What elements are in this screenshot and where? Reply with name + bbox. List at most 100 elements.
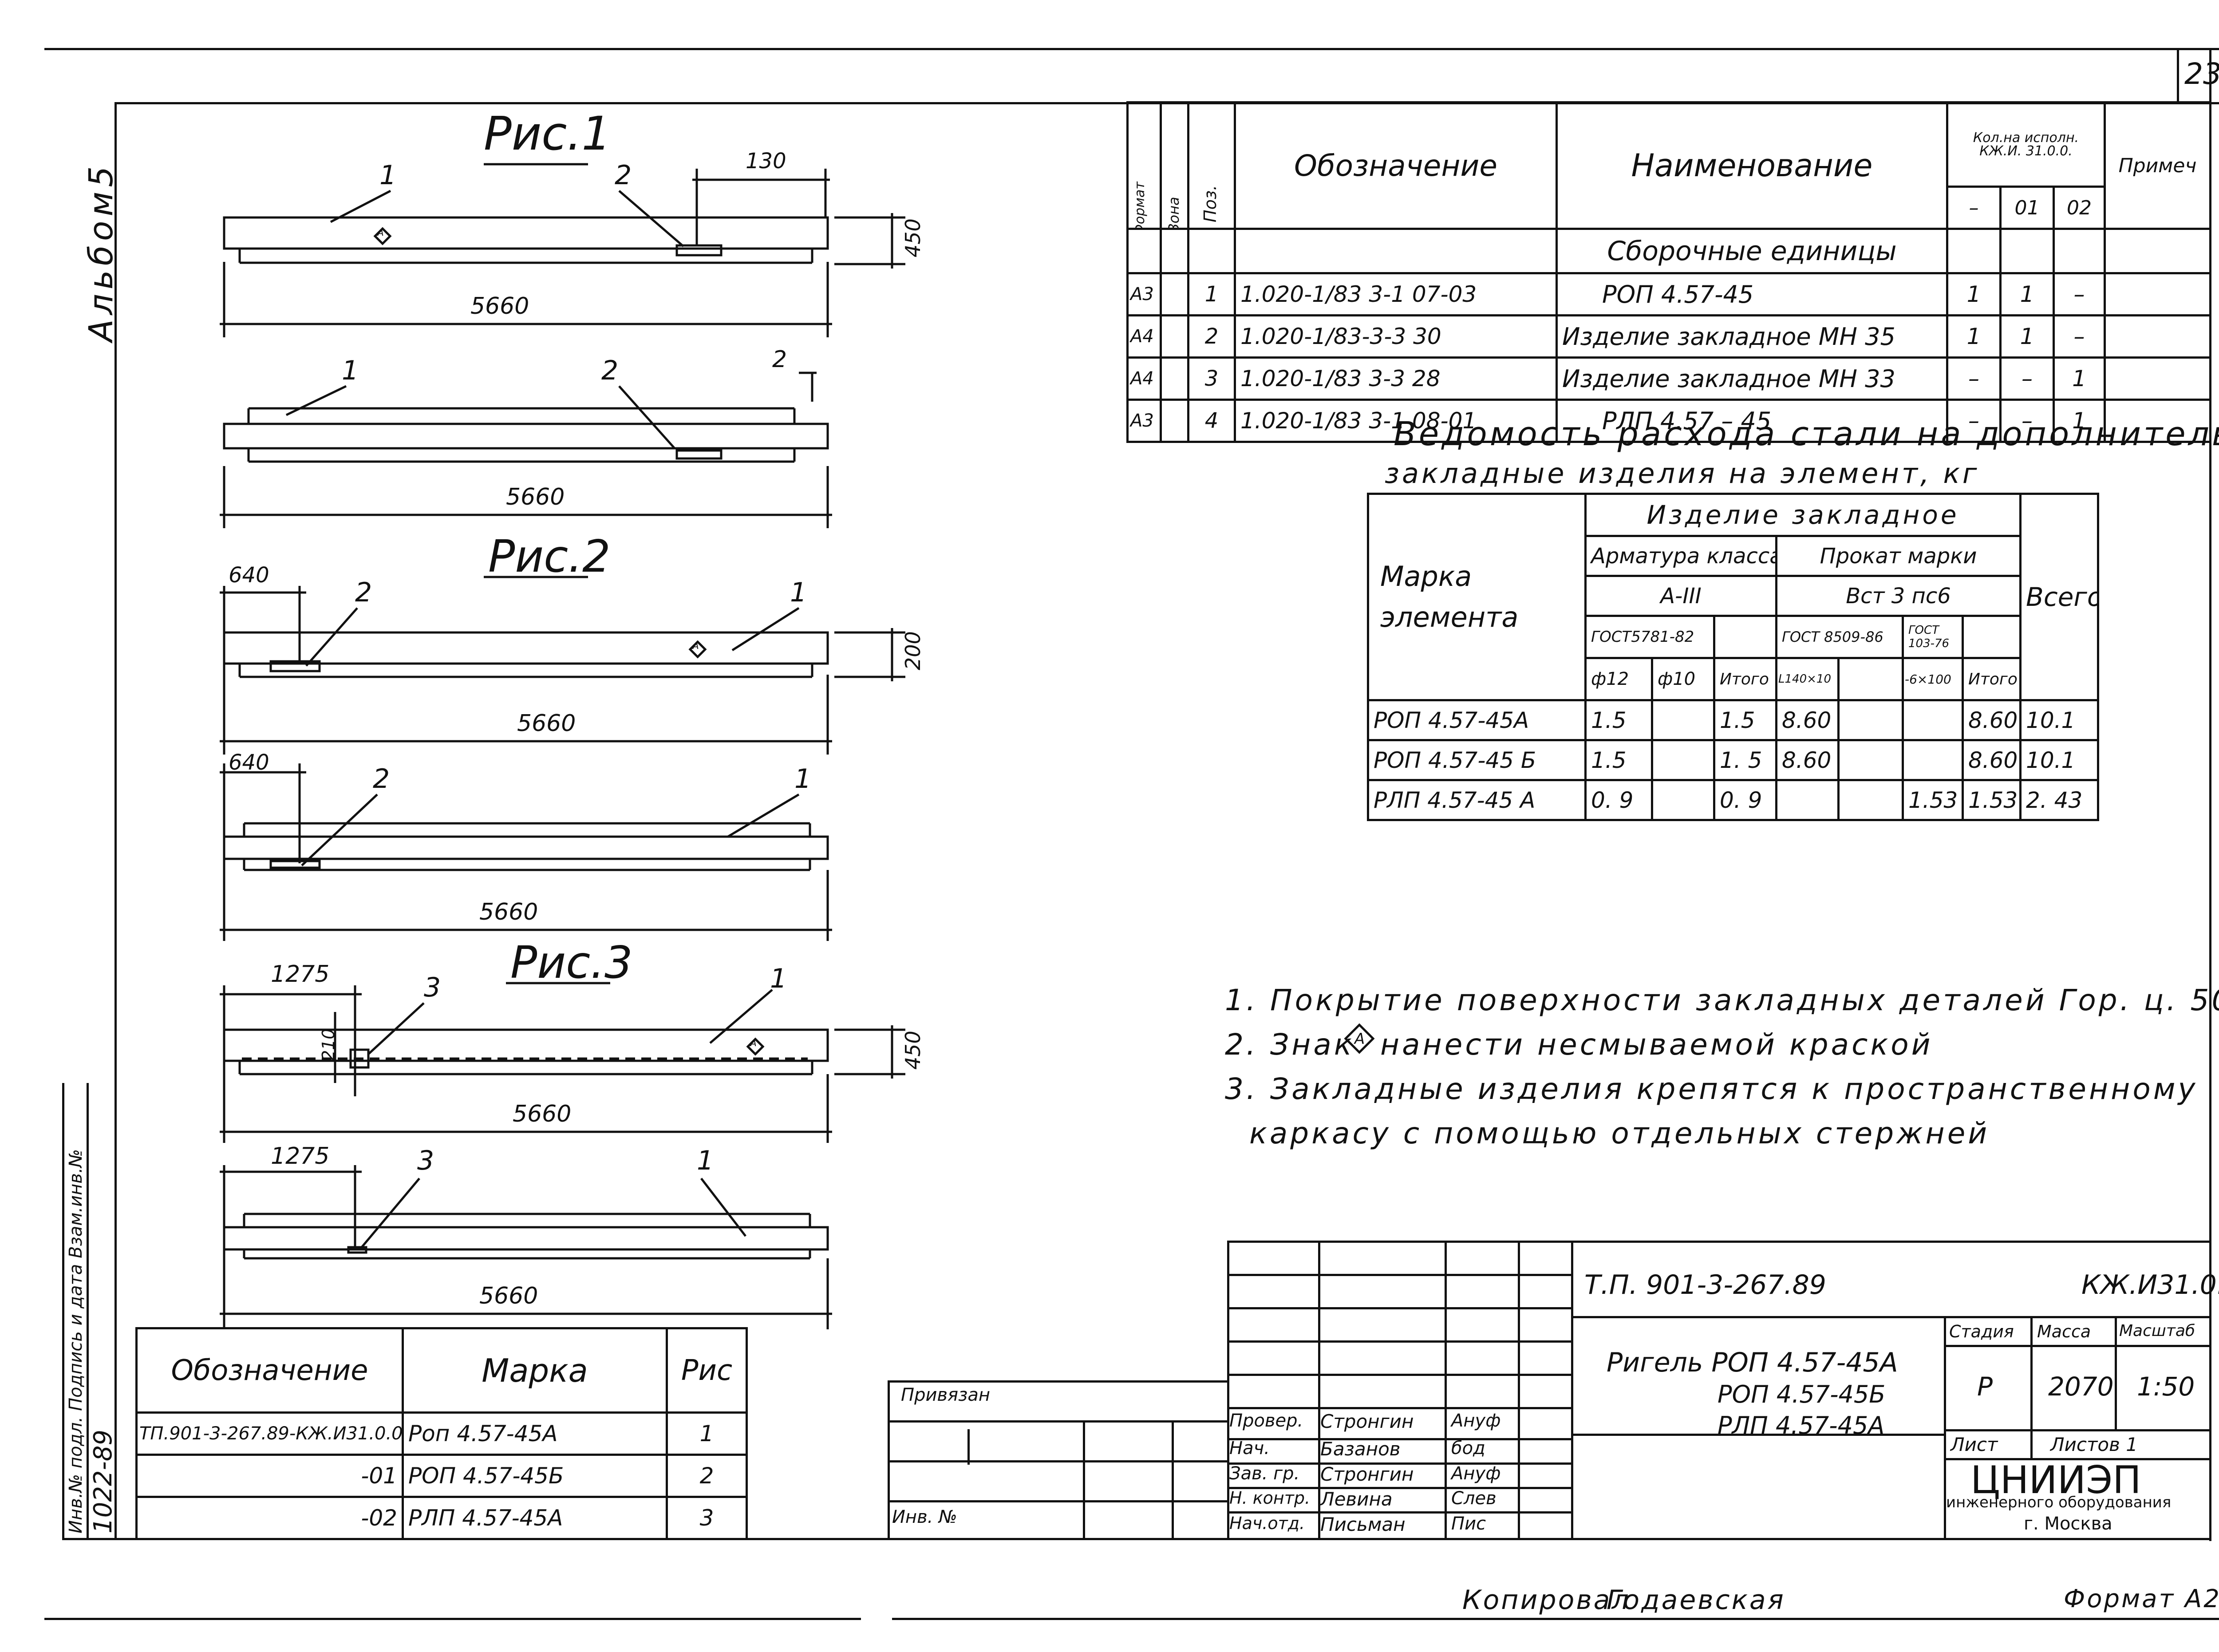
sign-3: Слев [1451, 1488, 1496, 1509]
steel-h-s6x100: -6×100 [1902, 657, 1964, 701]
product-line3: РЛП 4.57-45А [1718, 1411, 1885, 1439]
inv-no-label: Инв. № [892, 1507, 957, 1527]
mark-h-fig: Рис [666, 1327, 748, 1414]
callout-2-fig1b-ext: 2 [772, 346, 787, 373]
name-4: Письман [1320, 1514, 1406, 1535]
scale-label: Масштаб [2119, 1322, 2195, 1340]
product-line2: РОП 4.57-45Б [1718, 1380, 1886, 1408]
sign-0: Ануф [1451, 1411, 1501, 1431]
table-row: РОП 4.57-45 Б 1.5 1. 5 8.60 8.60 10.1 [1367, 739, 2100, 781]
callout-1-fig2b: 1 [794, 763, 812, 794]
title-code: Т.П. 901-3-267.89 [1584, 1269, 1826, 1300]
org-line3: г. Москва [2024, 1514, 2112, 1534]
name-0: Стронгин [1320, 1411, 1414, 1432]
role-3: Н. контр. [1229, 1488, 1311, 1508]
steel-h-total: Всего [2019, 493, 2100, 701]
steel-h-item: Изделие закладное [1584, 493, 2022, 537]
beam-drawings [220, 163, 905, 1329]
spec-h-pos: Поз. [1187, 101, 1236, 230]
dim-length-3a: 5660 [513, 1101, 572, 1127]
steel-h-f12: ф12 [1584, 657, 1653, 701]
callout-1-fig1a: 1 [379, 160, 397, 191]
fig3-title: Рис.3 [510, 937, 633, 988]
steel-h-rebar-class: Арматура класса [1584, 535, 1777, 577]
sign-2: Ануф [1451, 1463, 1501, 1484]
dim-450-3: 450 [901, 1031, 925, 1070]
dim-1275-b: 1275 [271, 1143, 330, 1170]
sheet-number: 23 [2184, 57, 2219, 91]
steel-h-gost103: ГОСТ 103-76 [1902, 615, 1964, 659]
spec-h-qty-01: 01 [1999, 186, 2055, 230]
spec-h-note: Примеч [2104, 101, 2211, 230]
spec-h-designation: Обозначение [1234, 101, 1558, 230]
name-3: Левина [1320, 1488, 1393, 1510]
spec-h-name: Наименование [1556, 101, 1948, 230]
table-row: РЛП 4.57-45 А 0. 9 0. 9 1.53 1.53 2. 43 [1367, 779, 2100, 821]
dim-1275-a: 1275 [271, 961, 330, 988]
mass-value: 2070 [2048, 1371, 2114, 1402]
scale-value: 1:50 [2137, 1371, 2195, 1402]
spec-h-zone: Зона [1160, 101, 1189, 230]
dim-length-1a: 5660 [470, 293, 529, 320]
role-4: Нач.отд. [1229, 1514, 1305, 1533]
table-row: -01 РОП 4.57-45Б 2 [135, 1454, 748, 1498]
steel-h-rolled: Прокат марки [1775, 535, 2022, 577]
role-2: Зав. гр. [1229, 1463, 1300, 1484]
spec-h-qty-dash: – [1946, 186, 2002, 230]
mark-h-designation: Обозначение [135, 1327, 404, 1414]
table-row: А4 2 1.020-1/83-3-3 30 Изделие закладное… [1126, 314, 2211, 359]
callout-1-fig3b: 1 [697, 1145, 714, 1176]
callout-2-fig1b: 2 [601, 355, 619, 386]
steel-h-l140: L140×10 [1775, 657, 1840, 701]
steel-h-mark: Марка элемента [1367, 493, 1587, 701]
mark-table: Обозначение Марка Рис ТП.901-3-267.89-КЖ… [135, 1327, 748, 1540]
stage-label: Стадия [1949, 1322, 2014, 1341]
note-2: 2. Знак [1225, 1028, 1354, 1062]
callout-3-fig3a: 3 [424, 972, 441, 1003]
steel-table: Марка элемента Изделие закладное Всего А… [1367, 493, 2100, 821]
product-title: Ригель РОП 4.57-45А [1607, 1347, 1898, 1378]
table-row: А4 3 1.020-1/83 3-3 28 Изделие закладное… [1126, 356, 2211, 401]
dim-length-1b: 5660 [506, 484, 565, 510]
note-2-mark-icon: А [1344, 1023, 1375, 1054]
callout-2-fig2a: 2 [355, 577, 372, 608]
org-line2: инженерного оборудования [1946, 1494, 2172, 1511]
mark-letter-3: А [750, 1038, 757, 1048]
copied-label: Копировал [1462, 1585, 1631, 1616]
steel-h-gost5781: ГОСТ5781-82 [1584, 615, 1715, 659]
tied-label: Привязан [901, 1385, 991, 1405]
callout-1-fig1b: 1 [342, 355, 359, 386]
sheets-label: Листов 1 [2050, 1434, 2138, 1455]
inventory-number: 1022-89 [89, 1430, 118, 1533]
dim-length-2a: 5660 [517, 710, 576, 737]
dim-200-2: 200 [901, 631, 925, 670]
callout-2-fig2b: 2 [373, 763, 390, 794]
steel-title-line2: закладные изделия на элемент, кг [1385, 457, 1980, 490]
role-0: Провер. [1229, 1411, 1303, 1431]
callout-1-fig3a: 1 [770, 963, 787, 994]
dim-640-a: 640 [229, 563, 269, 588]
title-sheet-code: КЖ.И31.0.0 [2081, 1269, 2219, 1300]
steel-h-itogo: Итого [1713, 657, 1777, 701]
note-1: 1. Покрытие поверхности закладных детале… [1225, 983, 2219, 1017]
dim-length-2b: 5660 [479, 899, 538, 925]
name-2: Стронгин [1320, 1463, 1414, 1485]
dim-210: 210 [319, 1028, 338, 1061]
callout-3-fig3b: 3 [417, 1145, 434, 1176]
steel-h-vst: Вст 3 пс6 [1775, 575, 2022, 617]
spec-section: Сборочные единицы [1556, 228, 1948, 274]
stage-value: Р [1977, 1371, 1993, 1402]
table-row: А3 4 1.020-1/83 3-1 08-01 РЛП 4.57 – 45 … [1126, 399, 2211, 443]
steel-h-a3: А-III [1584, 575, 1777, 617]
copier-name: Годаевская [1607, 1585, 1785, 1616]
table-row: РОП 4.57-45А 1.5 1.5 8.60 8.60 10.1 [1367, 699, 2100, 741]
table-row: А3 1 1.020-1/83 3-1 07-03 РОП 4.57-45 1 … [1126, 272, 2211, 316]
format-label: Формат А2 [2064, 1585, 2219, 1613]
org-name: ЦНИИЭП [1970, 1458, 2141, 1502]
note-3: 3. Закладные изделия крепятся к простран… [1225, 1072, 2198, 1106]
dim-640-b: 640 [229, 750, 269, 775]
steel-h-f10: ф10 [1651, 657, 1715, 701]
sheet-label: Лист [1951, 1434, 1998, 1455]
note-3-cont: каркасу с помощью отдельных стержней [1249, 1116, 1990, 1150]
dim-450-1: 450 [901, 218, 925, 257]
